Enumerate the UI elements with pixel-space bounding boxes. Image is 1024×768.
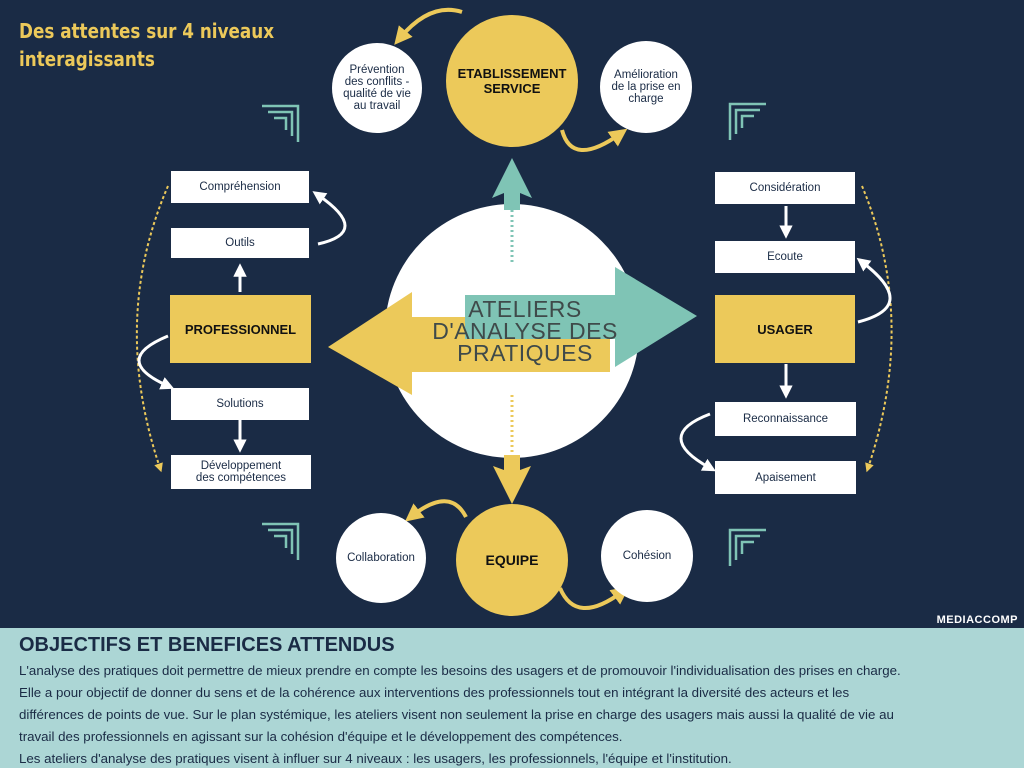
diagram-graphics <box>135 7 893 610</box>
main-title: Des attentes sur 4 niveaux interagissant… <box>19 17 275 73</box>
amelioration-text: de la prise en <box>611 81 681 93</box>
objectives-title: OBJECTIFS ET BENEFICES ATTENDUS <box>19 634 395 656</box>
usager-box: USAGER <box>715 295 855 363</box>
objectives-paragraph: travail des professionnels en agissant s… <box>19 729 623 744</box>
ecoute-box: Ecoute <box>715 241 855 273</box>
reconnaissance-box: Reconnaissance <box>715 402 856 436</box>
arrow-up-teal <box>492 158 532 210</box>
collaboration-circle: Collaboration <box>336 513 426 603</box>
developpement-box: Développement des compétences <box>171 455 311 489</box>
prevention-text: Prévention <box>349 64 405 76</box>
center-label: ATELIERS D'ANALYSE DES PRATIQUES <box>420 296 630 366</box>
etablissement-circle: ETABLISSEMENT SERVICE <box>446 15 578 147</box>
etablissement-label: SERVICE <box>483 81 541 96</box>
arrow-top-left <box>394 7 463 45</box>
amelioration-text: charge <box>628 93 664 105</box>
center-label-line: PRATIQUES <box>457 340 593 366</box>
consideration-box: Considération <box>715 172 855 204</box>
arrow-outils-comprehension <box>312 191 347 246</box>
prevention-text: des conflits - <box>344 76 410 88</box>
objectives-paragraph: L'analyse des pratiques doit permettre d… <box>19 663 901 678</box>
objectives-paragraph: différences de points de vue. Sur le pla… <box>19 707 894 722</box>
apaisement-box: Apaisement <box>715 461 856 494</box>
cohesion-circle: Cohésion <box>601 510 693 602</box>
arrow-reconnaissance-apaisement <box>679 412 716 472</box>
outils-box: Outils <box>171 228 309 258</box>
center-label-line: D'ANALYSE DES <box>432 318 618 344</box>
comprehension-box: Compréhension <box>171 171 309 203</box>
brand-label: MEDIACCOMP <box>936 614 1018 626</box>
arrow-pro-solutions <box>137 334 175 390</box>
chevrons-decor <box>262 102 766 566</box>
equipe-circle: EQUIPE <box>456 504 568 616</box>
objectives-panel: OBJECTIFS ET BENEFICES ATTENDUS L'analys… <box>0 628 1024 768</box>
prevention-circle: Prévention des conflits - qualité de vie… <box>332 43 422 133</box>
arrow-right-side <box>861 185 893 473</box>
developpement-text: des compétences <box>195 472 287 484</box>
prevention-text: qualité de vie <box>343 88 411 100</box>
amelioration-text: Amélioration <box>614 69 678 81</box>
main-title-line: Des attentes sur 4 niveaux <box>19 19 275 43</box>
objectives-paragraph: Elle a pour objectif de donner du sens e… <box>19 685 850 700</box>
arrow-bottom-left <box>404 499 468 522</box>
arrow-usager-ecoute <box>856 257 892 324</box>
main-title-line: interagissants <box>19 47 155 71</box>
arrow-down-yellow <box>493 455 531 504</box>
prevention-text: au travail <box>353 100 401 112</box>
solutions-box: Solutions <box>171 388 309 420</box>
objectives-paragraph: Les ateliers d'analyse des pratiques vis… <box>19 751 732 766</box>
arrow-right-teal <box>465 267 697 367</box>
professionnel-box: PROFESSIONNEL <box>170 295 311 363</box>
amelioration-circle: Amélioration de la prise en charge <box>600 41 692 133</box>
etablissement-label: ETABLISSEMENT <box>457 66 567 81</box>
center-label-line: ATELIERS <box>468 296 582 322</box>
arrow-left-side <box>135 185 169 473</box>
arrow-bottom-right <box>558 586 630 610</box>
arrow-top-right <box>560 128 628 152</box>
developpement-text: Développement <box>200 460 282 472</box>
